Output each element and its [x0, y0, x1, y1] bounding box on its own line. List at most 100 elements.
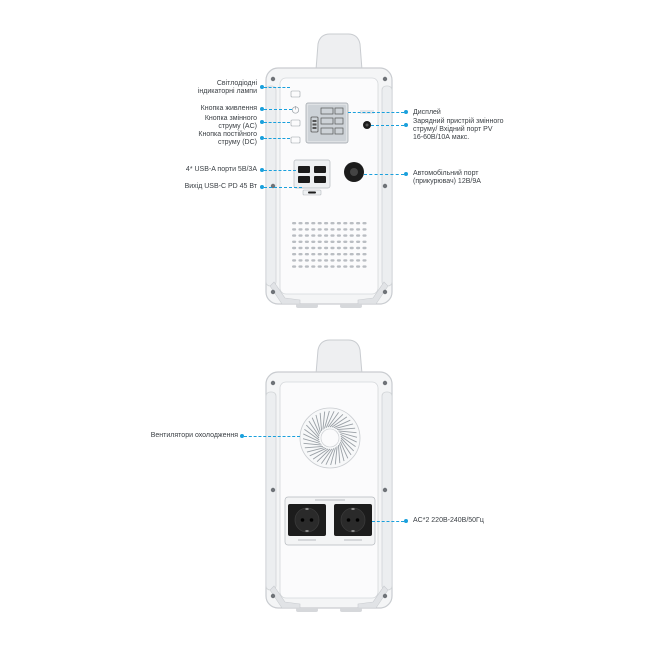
vent-slot	[311, 228, 316, 231]
fan-blade	[311, 417, 321, 435]
fan-blade	[303, 433, 320, 443]
vent-slot	[317, 265, 322, 268]
label-line: Зарядний пристрій змінного	[413, 118, 504, 125]
vent-slot	[362, 240, 367, 243]
vent-slot	[292, 228, 297, 231]
vent-slot	[349, 253, 354, 256]
label-power-button: Кнопка живлення	[200, 105, 257, 112]
vent-slot	[362, 259, 367, 262]
vent-slot	[317, 259, 322, 262]
vent-slot	[298, 246, 303, 250]
vent-slot	[324, 259, 329, 262]
vent-slot	[298, 234, 303, 237]
car-port-icon	[344, 162, 364, 182]
fan-blade	[325, 411, 335, 428]
vent-slot	[330, 259, 335, 262]
label-line: індикаторні лампи	[197, 88, 257, 95]
vent-slot	[336, 234, 341, 237]
label-line: (прикурювач) 12В/9А	[413, 178, 481, 185]
vent-slot	[343, 228, 348, 231]
label-line: Світлодіодні	[216, 80, 257, 87]
callout-dot	[260, 185, 264, 189]
vent-slot	[317, 234, 322, 237]
label-line: 16-60В/10А макс.	[413, 134, 470, 141]
vent-slot	[304, 222, 309, 225]
fan-blade	[321, 448, 333, 464]
vent-slot	[304, 240, 309, 243]
callout-dot	[404, 519, 408, 523]
fan-blade	[303, 442, 322, 446]
vent-slot	[304, 234, 309, 237]
vent-slot	[304, 253, 309, 256]
callout-dot	[260, 136, 264, 140]
vent-slot	[311, 240, 316, 243]
label-line: Кнопка змінного	[204, 115, 257, 122]
callout-line	[364, 174, 404, 175]
vent-slot	[343, 265, 348, 268]
vent-slot	[324, 240, 329, 243]
label-dc-button: Кнопка постійного струму (DC)	[198, 131, 257, 147]
fan-blade	[334, 446, 338, 465]
vent-slot	[324, 234, 329, 237]
fan-blade	[339, 443, 345, 462]
label-display: Дисплей	[413, 109, 441, 116]
vent-slot	[362, 246, 367, 250]
callout-dot	[404, 172, 408, 176]
vent-slot	[349, 228, 354, 231]
label-usb-c: Вихід USB-C PD 45 Вт	[184, 183, 257, 190]
vent-slot	[356, 234, 361, 237]
callout-dot	[260, 120, 264, 124]
vent-slot	[349, 234, 354, 237]
fan-blade	[337, 445, 341, 464]
vent-slot	[317, 228, 322, 231]
vent-slot	[324, 253, 329, 256]
vent-slot	[356, 253, 361, 256]
vent-slot	[292, 234, 297, 237]
vent-slot	[356, 259, 361, 262]
label-led-indicators: Світлодіодні індикаторні лампи	[198, 80, 257, 96]
label-ac-outlets: AC*2 220В-240В/50Гц	[413, 517, 484, 524]
label-line: струму (DC)	[217, 139, 257, 146]
vent-slot	[336, 259, 341, 262]
callout-dot	[260, 168, 264, 172]
callout-line	[264, 87, 290, 88]
fan-blade	[340, 437, 355, 452]
vent-slot	[292, 246, 297, 250]
vent-slot	[317, 253, 322, 256]
fan-blade	[306, 447, 325, 453]
callout-dot	[404, 123, 408, 127]
vent-slot	[336, 265, 341, 268]
callout-line	[244, 436, 300, 437]
vent-slot	[324, 246, 329, 250]
vent-slot	[343, 240, 348, 243]
vent-slot	[298, 265, 303, 268]
fan-blade	[327, 412, 339, 428]
vent-slot	[304, 259, 309, 262]
callout-line	[264, 138, 290, 139]
label-usb-a: 4* USB-A порти 5В/3А	[185, 166, 257, 173]
vent-slot	[324, 228, 329, 231]
vent-slot	[292, 259, 297, 262]
fan-blade	[309, 447, 327, 457]
callout-line	[264, 109, 292, 110]
callout-line	[264, 170, 296, 171]
vent-slot	[324, 222, 329, 225]
vent-slot	[330, 265, 335, 268]
vent-slot	[343, 246, 348, 250]
fan-blade	[337, 427, 356, 431]
front-vent-grid	[292, 222, 367, 268]
callout-line	[371, 125, 404, 126]
callout-dot	[260, 107, 264, 111]
callout-line	[264, 122, 290, 123]
vent-slot	[343, 253, 348, 256]
led-indicator-icon	[290, 90, 301, 98]
label-fans: Вентилятори охолодження	[150, 432, 238, 439]
vent-slot	[298, 228, 303, 231]
fan-blade	[319, 412, 323, 431]
vent-slot	[317, 222, 322, 225]
vent-slot	[349, 259, 354, 262]
vent-slot	[311, 259, 316, 262]
lcd-display	[305, 102, 349, 144]
fan-blade	[324, 410, 330, 429]
